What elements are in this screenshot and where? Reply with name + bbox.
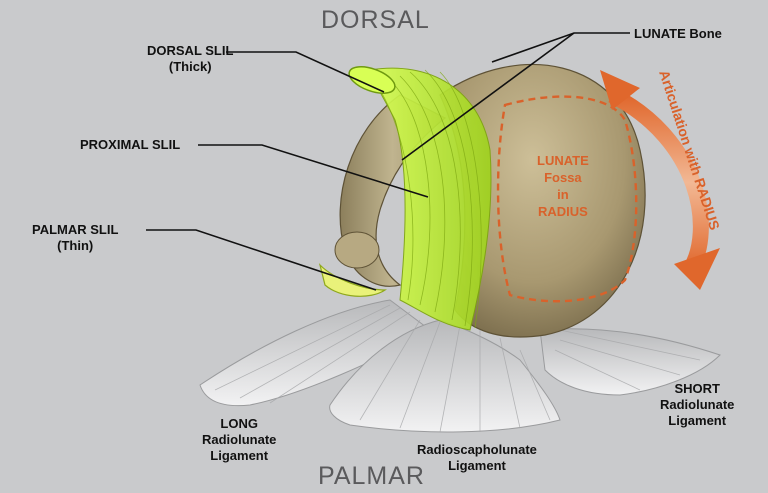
- radioscapholunate-label: Radioscapholunate Ligament: [417, 442, 537, 474]
- dorsal-slil-subtitle: (Thick): [147, 59, 233, 75]
- short-line-3: Ligament: [660, 413, 734, 429]
- palmar-slil-subtitle: (Thin): [32, 238, 118, 254]
- fossa-line-2: Fossa: [537, 169, 589, 186]
- dorsal-slil-label: DORSAL SLIL (Thick): [147, 43, 233, 75]
- dorsal-slil-title: DORSAL SLIL: [147, 43, 233, 59]
- short-line-2: Radiolunate: [660, 397, 734, 413]
- fossa-line-1: LUNATE: [537, 152, 589, 169]
- fossa-line-3: in: [537, 186, 589, 203]
- long-radiolunate-label: LONG Radiolunate Ligament: [202, 416, 276, 464]
- palmar-orientation-label: PALMAR: [318, 462, 425, 491]
- short-radiolunate-label: SHORT Radiolunate Ligament: [660, 381, 734, 429]
- proximal-slil-label: PROXIMAL SLIL: [80, 137, 180, 153]
- long-line-2: Radiolunate: [202, 432, 276, 448]
- rsl-line-2: Ligament: [417, 458, 537, 474]
- palmar-slil-title: PALMAR SLIL: [32, 222, 118, 238]
- long-line-1: LONG: [202, 416, 276, 432]
- dorsal-orientation-label: DORSAL: [321, 6, 430, 35]
- lunate-fossa-label: LUNATE Fossa in RADIUS: [537, 152, 589, 220]
- palmar-slil-label: PALMAR SLIL (Thin): [32, 222, 118, 254]
- lunate-bone-label: LUNATE Bone: [634, 26, 722, 42]
- rsl-line-1: Radioscapholunate: [417, 442, 537, 458]
- long-line-3: Ligament: [202, 448, 276, 464]
- fossa-line-4: RADIUS: [537, 203, 589, 220]
- short-line-1: SHORT: [660, 381, 734, 397]
